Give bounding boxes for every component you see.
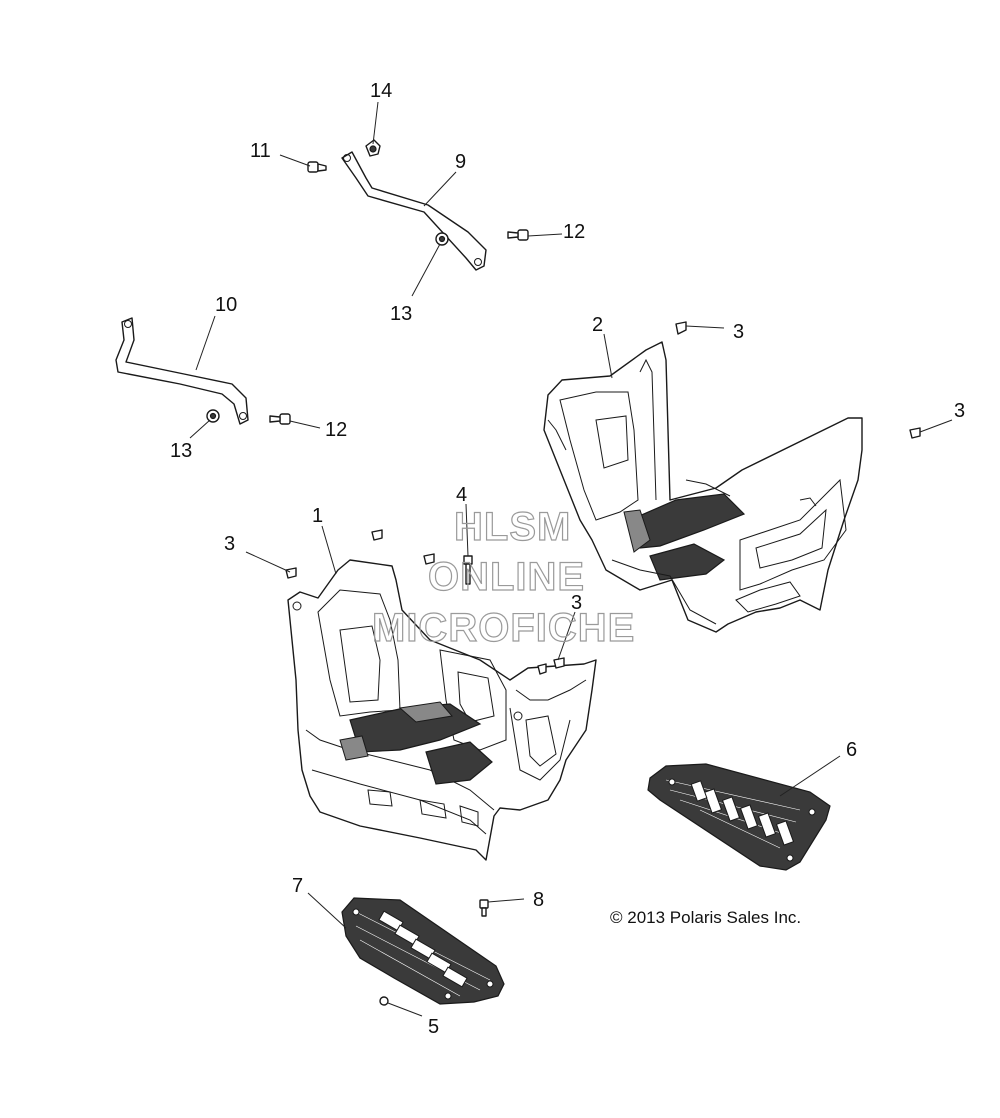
watermark: HLSM ONLINE MICROFICHE bbox=[371, 504, 635, 650]
callout-3-center: 3 bbox=[571, 592, 582, 614]
callout-2: 2 bbox=[592, 314, 603, 336]
callout-4: 4 bbox=[456, 484, 467, 506]
callout-12-upper: 12 bbox=[563, 221, 585, 243]
callouts: 14 11 9 12 13 10 13 12 2 3 3 3 1 4 3 6 7… bbox=[170, 80, 965, 1038]
callout-13-lower: 13 bbox=[170, 440, 192, 462]
push-rivet-3-a bbox=[675, 321, 687, 335]
callout-9: 9 bbox=[455, 151, 466, 173]
bolt-12-lower bbox=[269, 413, 291, 425]
callout-8: 8 bbox=[533, 889, 544, 911]
push-rivet-3-g bbox=[537, 663, 547, 675]
push-rivet-3-b bbox=[909, 427, 921, 439]
push-rivet-3-e bbox=[371, 529, 383, 541]
callout-3-left: 3 bbox=[224, 533, 235, 555]
callout-10: 10 bbox=[215, 294, 237, 316]
screw-5 bbox=[379, 996, 389, 1006]
callout-6: 6 bbox=[846, 739, 857, 761]
callout-13-upper: 13 bbox=[390, 303, 412, 325]
nut-13-upper bbox=[435, 232, 449, 246]
bolt-12-upper bbox=[507, 229, 529, 241]
callout-3-top: 3 bbox=[733, 321, 744, 343]
bolt-11 bbox=[307, 161, 327, 173]
push-rivet-3-f bbox=[423, 553, 435, 565]
brace-rod-10 bbox=[115, 317, 249, 425]
watermark-line-1: HLSM bbox=[454, 505, 571, 549]
push-rivet-3-c bbox=[285, 567, 297, 579]
foot-plate-7 bbox=[341, 897, 505, 1005]
leader-lines bbox=[189, 101, 953, 1017]
callout-12-lower: 12 bbox=[325, 419, 347, 441]
footwell-1 bbox=[287, 559, 597, 861]
watermark-line-2: ONLINE bbox=[428, 555, 585, 599]
foot-plate-6 bbox=[647, 763, 831, 871]
nut-14 bbox=[365, 139, 381, 157]
brace-rod-9 bbox=[341, 151, 487, 271]
callout-7: 7 bbox=[292, 875, 303, 897]
nut-13-lower bbox=[206, 409, 220, 423]
callout-14: 14 bbox=[370, 80, 392, 102]
callout-3-right: 3 bbox=[954, 400, 965, 422]
callout-1: 1 bbox=[312, 505, 323, 527]
copyright-notice: © 2013 Polaris Sales Inc. bbox=[610, 908, 802, 927]
callout-5: 5 bbox=[428, 1016, 439, 1038]
screw-4 bbox=[463, 555, 473, 585]
footwell-2 bbox=[543, 341, 863, 633]
push-rivet-3-d bbox=[553, 657, 565, 669]
watermark-line-3: MICROFICHE bbox=[372, 606, 635, 650]
callout-11: 11 bbox=[250, 140, 271, 162]
screw-8 bbox=[479, 899, 489, 917]
